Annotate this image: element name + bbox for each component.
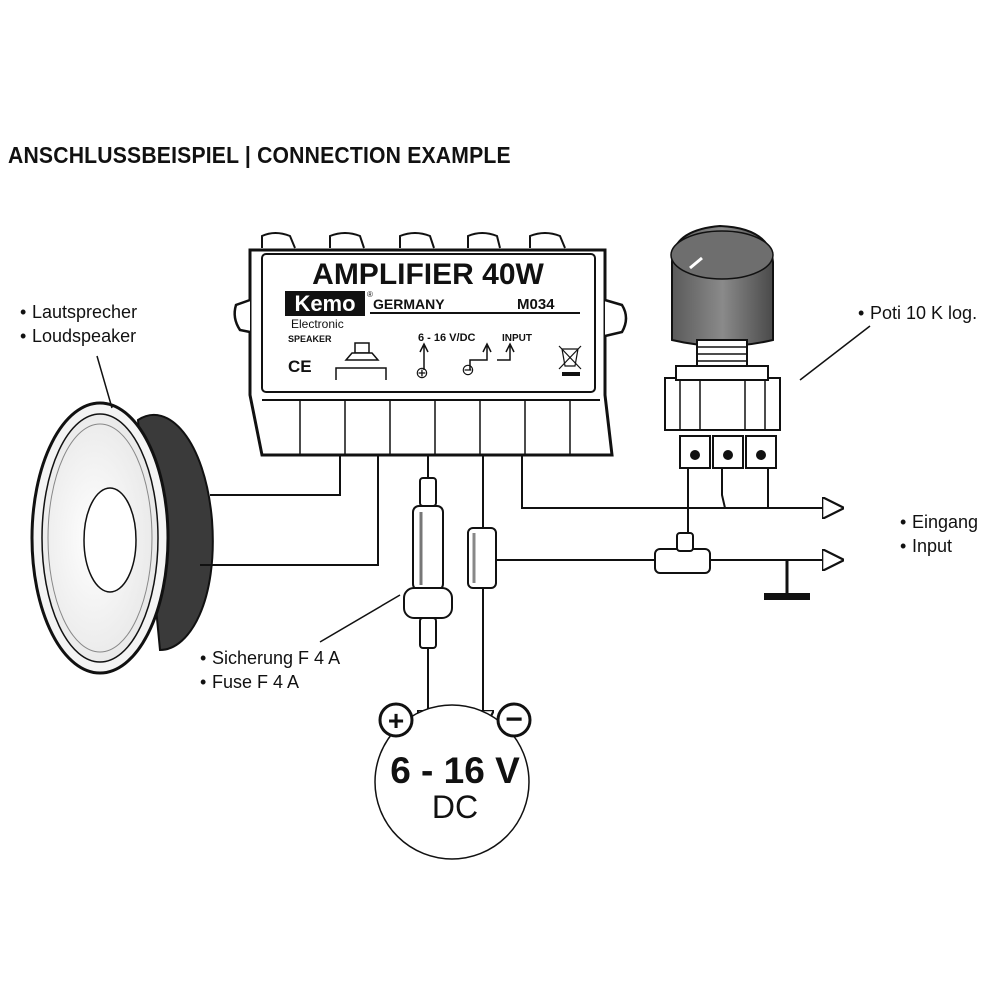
ground-wiring [467,527,842,730]
brand-sub: Electronic [291,317,344,331]
label-fuse-en: •Fuse F 4 A [200,672,300,692]
fuse-holder [403,477,453,730]
speaker-leader-line [96,355,113,409]
label-input-en: •Input [900,536,953,556]
speaker-terminal-label: SPEAKER [288,334,332,344]
ce-mark: CE [288,357,312,376]
power-supply: + − 6 - 16 V DC [374,702,532,860]
label-speaker-de: •Lautsprecher [20,302,138,322]
module-country: GERMANY [373,296,445,312]
supply-minus-symbol: − [505,703,523,736]
poti-leader-line [799,325,871,381]
registered-mark: ® [367,290,373,299]
supply-plus-symbol: + [388,705,404,736]
plus-icon [378,702,414,738]
kemo-logo-plate [285,291,365,316]
label-input-de: •Eingang [900,512,979,532]
amplifier-module: AMPLIFIER 40W Kemo ® GERMANY M034 Electr… [233,232,628,457]
module-pins [200,455,842,566]
label-fuse-de: •Sicherung F 4 A [200,648,341,668]
ground-symbol-icon [764,593,810,600]
minus-terminal-icon: ⊖ [461,362,474,379]
input-terminal-label: INPUT [502,333,532,344]
supply-voltage: 6 - 16 V [390,750,520,791]
plus-terminal-icon: ⊕ [415,365,428,382]
potentiometer [664,224,781,469]
minus-icon [496,702,532,738]
module-heading: AMPLIFIER 40W [312,258,544,291]
fuse-leader-line [319,594,401,643]
weee-bin-icon [558,345,582,376]
speaker-symbol-icon [335,342,387,380]
page-title: ANSCHLUSSBEISPIEL | CONNECTION EXAMPLE [8,142,511,168]
loudspeaker [30,401,214,675]
voltage-terminal-label: 6 - 16 V/DC [418,332,476,344]
label-poti: •Poti 10 K log. [858,303,978,323]
supply-type: DC [432,789,478,825]
brand-logo: Kemo [294,291,355,316]
module-model: M034 [517,296,555,313]
label-speaker-en: •Loudspeaker [20,326,137,346]
poti-wiring [687,468,769,533]
